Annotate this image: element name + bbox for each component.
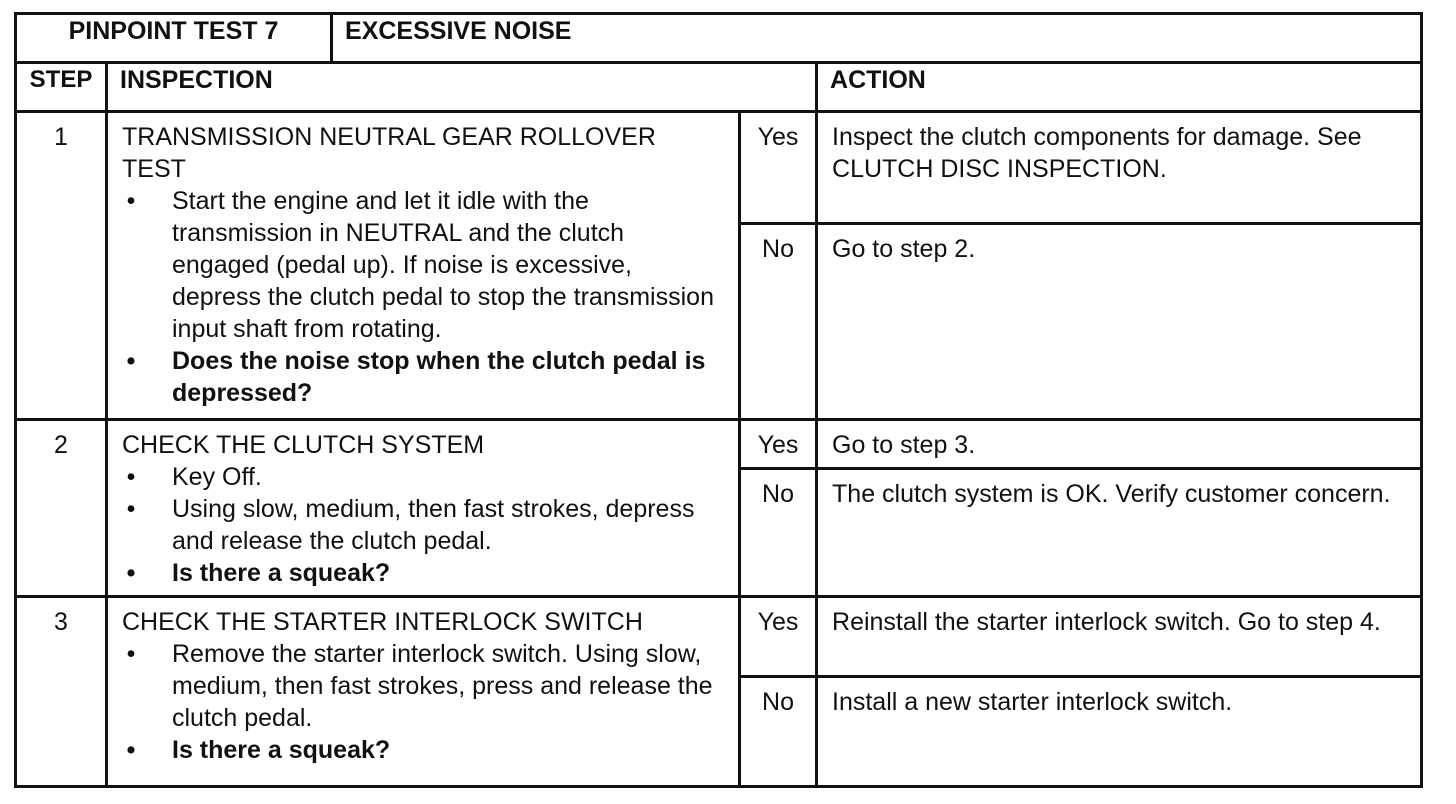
list-item: • Key Off. [122,461,724,493]
bullet-icon: • [126,187,136,215]
inspection-question: Does the noise stop when the clutch peda… [172,347,706,407]
step-number: 2 [14,418,108,598]
action-yes: Inspect the clutch components for damage… [815,110,1424,225]
bullet-icon: • [126,347,136,375]
action-no: Go to step 2. [815,222,1424,421]
title-row: PINPOINT TEST 7 EXCESSIVE NOISE [13,12,1424,64]
table-row: No The clutch system is OK. Verify custo… [16,467,1424,598]
test-name: EXCESSIVE NOISE [330,12,1424,64]
inspection-list: • Key Off. • Using slow, medium, then fast… [122,461,724,589]
answer-yes: Yes [738,110,819,225]
header-row: STEP INSPECTION ACTION [14,61,1424,113]
inspection-heading: CHECK THE STARTER INTERLOCK SWITCH [122,608,643,636]
action-column-header: ACTION [815,61,1424,113]
inspection-list: • Start the engine and let it idle with t… [122,185,724,409]
table-row: No Install a new starter interlock switc… [16,675,1424,788]
table-row: 1 TRANSMISSION NEUTRAL GEAR ROLLOVER TES… [14,110,1424,421]
step-number: 3 [14,595,108,788]
bullet-icon: • [126,559,136,587]
table-row: 2 CHECK THE CLUTCH SYSTEM • Key Off. • Usi… [14,418,1424,598]
pinpoint-test-sheet: PINPOINT TEST 7 EXCESSIVE NOISE STEP INS… [13,12,1424,788]
answer-no: No [738,222,819,421]
inspection-cell: CHECK THE CLUTCH SYSTEM • Key Off. • Using… [104,418,742,598]
inspection-instruction: Key Off. [172,463,262,491]
action-yes: Go to step 3. [815,418,1424,470]
inspection-cell: CHECK THE STARTER INTERLOCK SWITCH • Remo… [104,595,742,788]
answer-yes: Yes [738,595,819,678]
inspection-heading: CHECK THE CLUTCH SYSTEM [122,431,485,459]
list-item: • Is there a squeak? [122,557,724,589]
bullet-icon: • [126,495,136,523]
bullet-icon: • [126,736,136,764]
answer-yes: Yes [738,418,819,470]
pinpoint-test-table: PINPOINT TEST 7 EXCESSIVE NOISE STEP INS… [13,12,1424,788]
step-number: 1 [14,110,108,421]
inspection-question: Is there a squeak? [172,736,391,764]
list-item: • Is there a squeak? [122,734,724,766]
bullet-icon: • [126,640,136,668]
inspection-instruction: Using slow, medium, then fast strokes, d… [172,495,695,555]
list-item: • Does the noise stop when the clutch ped… [122,345,724,409]
table-row: 3 CHECK THE STARTER INTERLOCK SWITCH • Re… [14,595,1424,788]
inspection-heading: TRANSMISSION NEUTRAL GEAR ROLLOVER TEST [122,123,656,183]
inspection-instruction: Remove the starter interlock switch. Usi… [172,640,713,732]
step-column-header: STEP [14,61,108,113]
list-item: • Using slow, medium, then fast strokes, … [122,493,724,557]
action-no: The clutch system is OK. Verify customer… [815,467,1424,598]
inspection-cell: TRANSMISSION NEUTRAL GEAR ROLLOVER TEST … [104,110,742,421]
inspection-list: • Remove the starter interlock switch. Us… [122,638,724,766]
action-no: Install a new starter interlock switch. [815,675,1424,788]
bullet-icon: • [126,463,136,491]
inspection-question: Is there a squeak? [172,559,391,587]
answer-no: No [738,675,819,788]
inspection-instruction: Start the engine and let it idle with th… [172,187,714,343]
action-yes: Reinstall the starter interlock switch. … [815,595,1424,678]
table-row: No Go to step 2. [16,222,1424,421]
answer-no: No [738,467,819,598]
test-id: PINPOINT TEST 7 [13,12,334,64]
list-item: • Remove the starter interlock switch. Us… [122,638,724,734]
inspection-column-header: INSPECTION [104,61,819,113]
list-item: • Start the engine and let it idle with t… [122,185,724,345]
